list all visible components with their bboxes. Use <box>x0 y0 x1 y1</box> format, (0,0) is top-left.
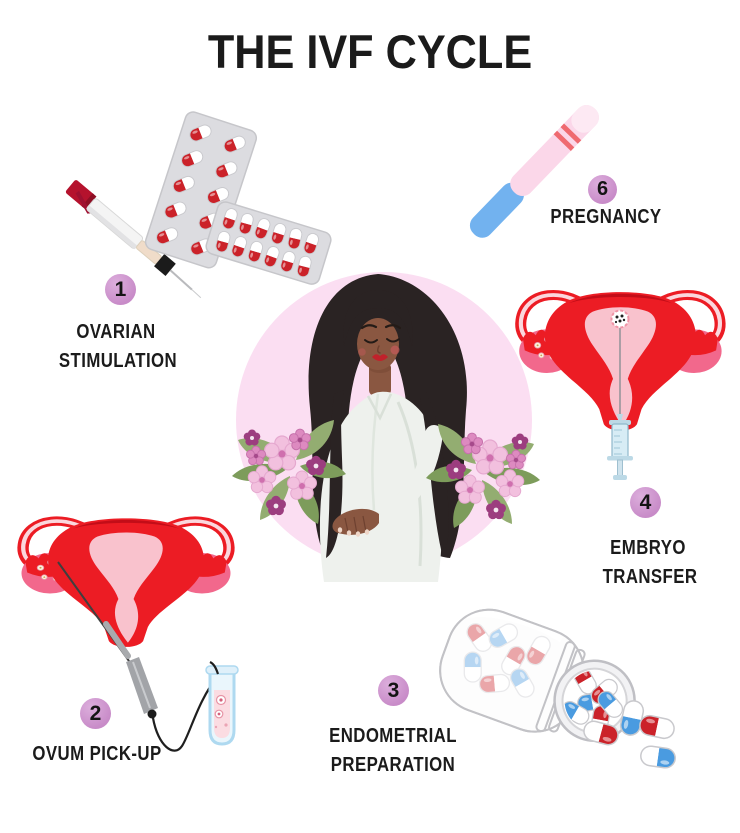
pill-jar-icon <box>439 608 636 743</box>
closed-eye-left <box>364 339 378 344</box>
step-badge-6: 6 <box>588 175 617 204</box>
transfer-syringe-icon <box>607 414 633 480</box>
pregnancy-test-icon <box>469 105 599 238</box>
step-badge-4: 4 <box>630 487 661 518</box>
label-ovarian: OVARIAN <box>76 321 156 343</box>
injection-pen-icon <box>65 180 202 299</box>
embryo-icon <box>610 309 630 329</box>
step-number: 2 <box>89 701 102 725</box>
hair-fringe <box>343 290 413 346</box>
test-tube-icon <box>205 661 239 746</box>
uterus-illustration <box>22 518 231 647</box>
step-number: 6 <box>596 178 609 200</box>
aspiration-needle-icon <box>57 561 158 719</box>
ovarian-stimulation-illustration <box>65 111 332 299</box>
endometrial-preparation-illustration <box>439 608 678 770</box>
label-ovum-pick-up: OVUM PICK-UP <box>32 743 162 765</box>
step-badge-1: 1 <box>105 274 136 305</box>
label-preparation: PREPARATION <box>330 754 456 776</box>
hand <box>332 508 379 535</box>
step-number: 4 <box>639 490 652 514</box>
label-embryo: EMBRYO <box>610 537 686 559</box>
arm-sleeve <box>371 425 443 527</box>
label-pregnancy: PREGNANCY <box>550 206 662 228</box>
embryo-transfer-illustration <box>500 262 740 480</box>
collection-tube-line <box>151 675 219 752</box>
step-badge-2: 2 <box>80 698 111 729</box>
label-stimulation: STIMULATION <box>58 350 178 372</box>
pregnancy-test-illustration <box>469 105 599 238</box>
face <box>357 318 399 370</box>
ovum-pick-up-illustration <box>12 496 239 752</box>
step-badge-3: 3 <box>378 675 409 706</box>
label-transfer: TRANSFER <box>602 566 698 588</box>
pill-blister-pack-vertical <box>144 111 258 269</box>
pill-blister-pack-horizontal <box>205 201 332 285</box>
pregnant-woman-illustration <box>228 272 543 582</box>
step-number: 1 <box>114 277 127 301</box>
label-endometrial: ENDOMETRIAL <box>329 725 457 747</box>
closed-eye-right <box>386 338 400 343</box>
page-title: THE IVF CYCLE <box>207 25 533 78</box>
lips <box>372 354 388 361</box>
step-number: 3 <box>387 678 400 702</box>
